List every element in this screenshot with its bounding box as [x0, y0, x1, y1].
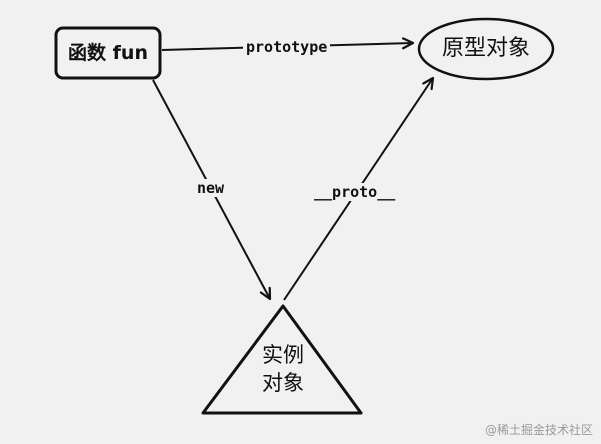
proto-edge-label: __proto__ — [311, 183, 399, 201]
prototype-node-ellipse — [417, 17, 555, 81]
instance-node-triangle — [201, 304, 363, 415]
prototype-edge-label: prototype — [243, 38, 331, 56]
function-node-box — [54, 26, 162, 80]
function-node-label: 函数 fun — [68, 42, 148, 64]
watermark-text: @稀土掘金技术社区 — [484, 423, 593, 437]
instance-node-label-line1: 实例 — [262, 343, 304, 367]
new-edge-label: new — [194, 179, 228, 197]
instance-node-label-line2: 对象 — [262, 371, 304, 395]
prototype-node-label: 原型对象 — [441, 36, 530, 61]
